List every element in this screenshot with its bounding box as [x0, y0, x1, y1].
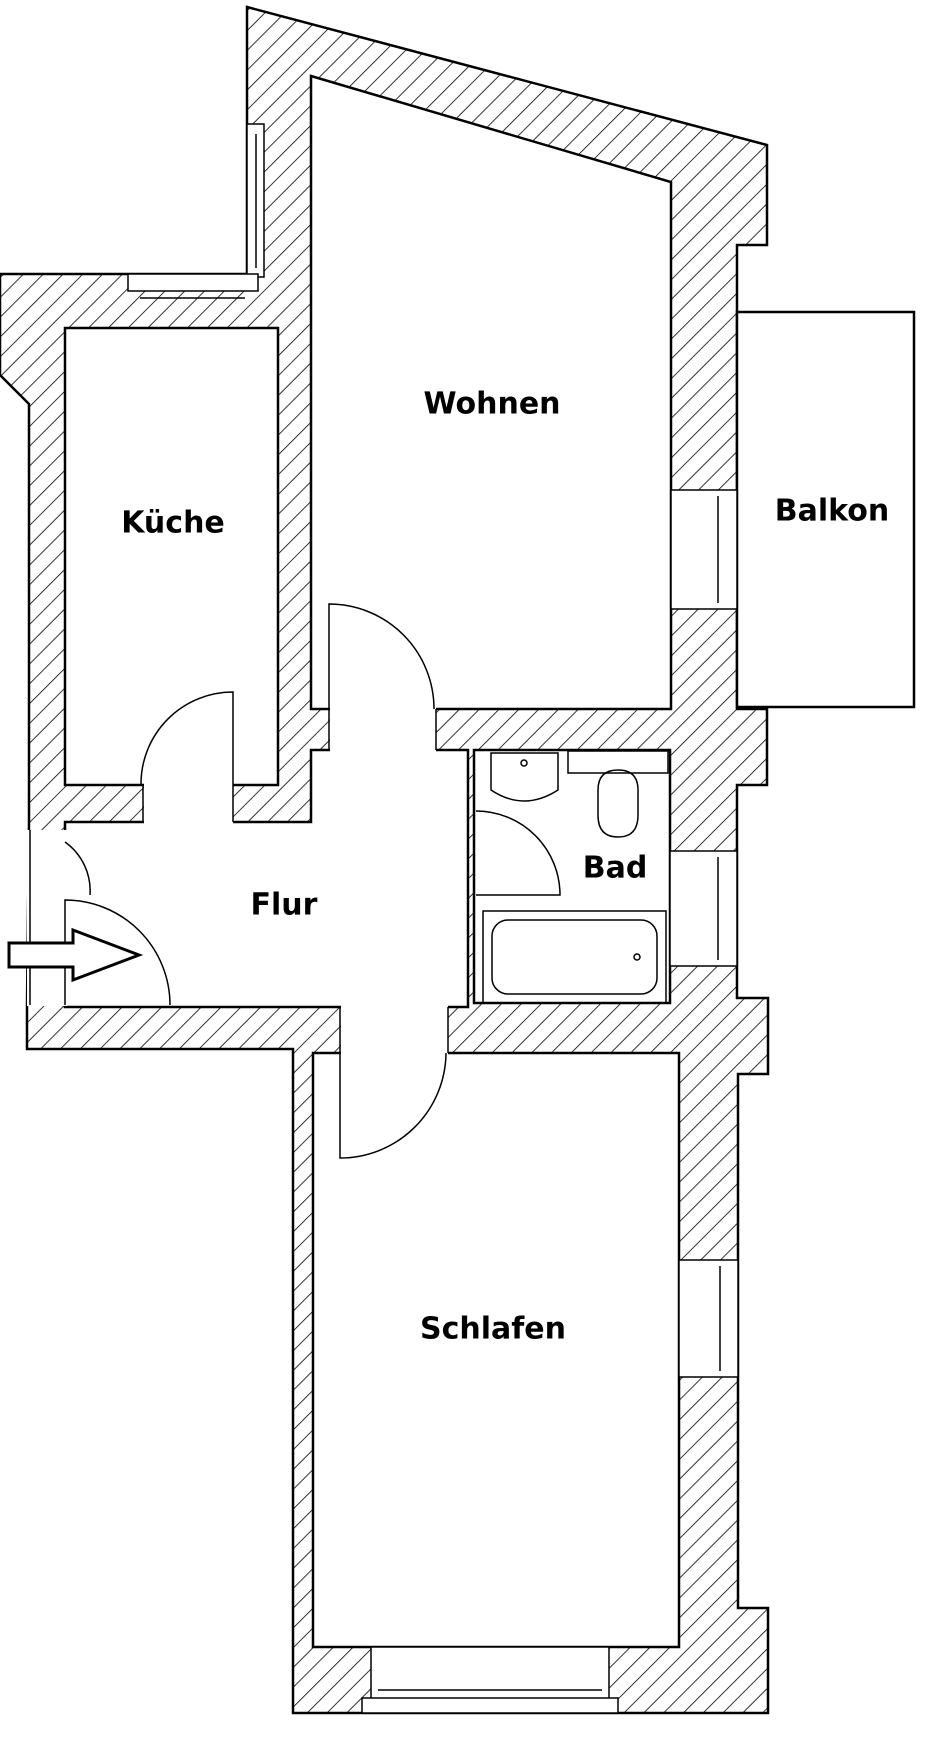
bathtub-basin	[491, 919, 658, 995]
entrance-opening	[27, 830, 67, 1006]
label-balkon: Balkon	[775, 494, 890, 529]
bathtub-drain	[633, 953, 641, 961]
window-sill	[361, 1697, 619, 1714]
label-bad: Bad	[583, 851, 648, 886]
door-opening-wohnen	[330, 707, 436, 753]
door-swing-schlafen	[339, 1052, 447, 1159]
toilet-icon	[597, 769, 639, 838]
label-wohnen: Wohnen	[423, 387, 560, 422]
window-schlafen-right	[678, 1259, 739, 1378]
room-flur	[63, 748, 470, 1009]
toilet-tank-icon	[567, 750, 669, 774]
door-swing-entrance-small	[64, 841, 91, 896]
door-opening-kueche	[144, 783, 233, 825]
bathtub-icon	[482, 910, 667, 1004]
window-wohnen-right	[670, 489, 738, 610]
label-flur: Flur	[251, 888, 318, 923]
door-swing-entrance	[64, 899, 171, 1006]
room-wohnen	[309, 74, 673, 711]
sink-drain	[520, 759, 528, 767]
door-swing-bad	[475, 810, 561, 896]
window-kueche	[127, 273, 259, 292]
window-bad	[669, 850, 738, 967]
door-swing-kueche	[140, 691, 234, 786]
label-kueche: Küche	[121, 506, 225, 541]
door-swing-wohnen	[328, 603, 435, 710]
sink-icon	[490, 752, 559, 802]
room-schlafen	[311, 1051, 681, 1649]
entrance-arrow-icon	[7, 927, 144, 983]
label-schlafen: Schlafen	[420, 1312, 566, 1347]
door-opening-schlafen	[341, 1005, 448, 1055]
